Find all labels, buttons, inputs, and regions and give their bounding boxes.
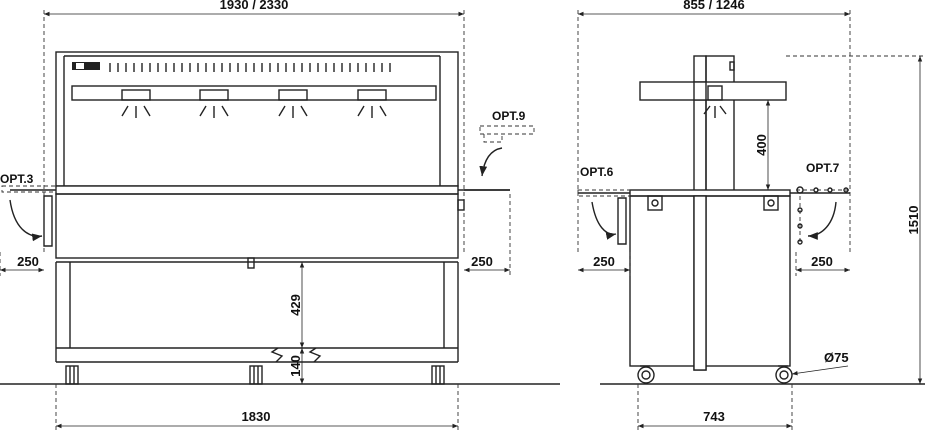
front-view: OPT.3 OPT.9 1930 / 2330 250 250 429 140 … [0,0,560,430]
opt9-label: OPT.9 [492,109,526,123]
control-panel [72,62,100,70]
front-clearance-label: 140 [288,355,303,377]
front-option-left: OPT.3 [0,172,57,247]
side-option-left: OPT.6 [577,165,631,245]
side-overall-depth-label: 855 / 1246 [683,0,744,12]
opt6-label: OPT.6 [580,165,614,179]
front-base-width-label: 1830 [242,409,271,424]
front-option-right: OPT.9 [464,109,535,191]
side-view: OPT.6 OPT.7 855 / 1246 250 250 400 [577,0,925,430]
side-base-depth-label: 743 [703,409,725,424]
side-total-height-label: 1510 [906,206,921,235]
side-body [629,195,791,367]
vent-slots [109,63,391,72]
counter-body [55,193,459,259]
front-overhang-right-label: 250 [471,254,493,269]
side-overhang-right-label: 250 [811,254,833,269]
front-overall-width-label: 1930 / 2330 [220,0,289,12]
side-shelf-height-label: 400 [754,134,769,156]
side-option-right: OPT.7 [796,161,850,245]
side-counter-top [629,189,791,197]
opt7-label: OPT.7 [806,161,840,175]
front-overhang-left-label: 250 [17,254,39,269]
side-wheel-right [775,366,793,384]
side-top-shelf [639,81,787,101]
opt3-label: OPT.3 [0,172,34,186]
side-overhang-left-label: 250 [593,254,615,269]
heat-lamps [121,89,387,118]
front-canopy-frame [55,51,459,187]
counter-top [55,185,459,195]
side-wheel-left [637,366,655,384]
heat-lamp-bar [71,85,437,101]
front-shelf-height-label: 429 [288,294,303,316]
wheel-diameter-label: Ø75 [824,350,849,365]
